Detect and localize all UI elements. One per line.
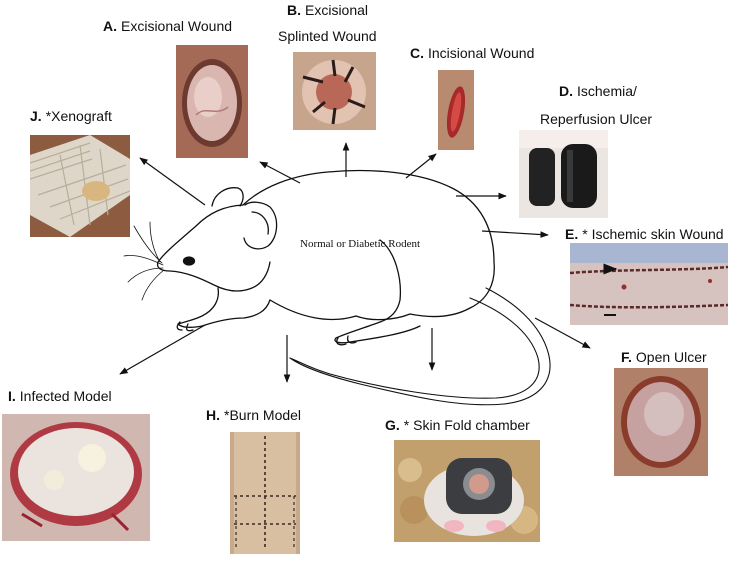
- label-ischemia: D.Ischemia/: [559, 82, 637, 100]
- photo-excisional-splinted: [293, 52, 376, 130]
- rodent-eye: [182, 256, 196, 266]
- label-text: * Ischemic skin Wound: [582, 226, 724, 242]
- photo-incisional-wound: [438, 70, 474, 150]
- label-skin-fold-chamber: G.* Skin Fold chamber: [385, 416, 530, 434]
- photo-excisional-wound: [176, 45, 248, 158]
- label-letter: B.: [287, 2, 301, 18]
- label-text: Excisional Wound: [121, 18, 233, 34]
- rodent-head-outline: [156, 204, 271, 292]
- rodent-front-leg: [177, 287, 271, 328]
- label-text: * Skin Fold chamber: [403, 417, 530, 433]
- arrow-to-open-ulcer: [534, 317, 591, 349]
- arrow-to-infected: [119, 324, 206, 375]
- label-excisional-wound: A.Excisional Wound: [103, 17, 232, 35]
- label-letter: C.: [410, 45, 424, 61]
- arrow-to-incisional: [405, 153, 437, 179]
- photo-ischemic-skin-wound: [570, 243, 728, 325]
- photo-open-ulcer: [614, 368, 708, 476]
- rodent-small-ear: [211, 187, 244, 207]
- center-label: Normal or Diabetic Rodent: [300, 238, 421, 250]
- label-letter: H.: [206, 407, 220, 423]
- label-text: *Xenograft: [45, 108, 112, 124]
- rodent-hind-leg: [334, 239, 421, 344]
- label-text: Excisional: [305, 2, 369, 18]
- label-letter: F.: [621, 349, 632, 365]
- label-incisional-wound: C.Incisional Wound: [410, 44, 534, 62]
- label-burn-model: H.*Burn Model: [206, 406, 301, 424]
- rodent-tail: [289, 287, 551, 406]
- rodent-ear: [243, 201, 278, 250]
- label-xenograft: J.*Xenograft: [30, 107, 112, 125]
- photo-infected-model: [2, 414, 150, 541]
- label-text: *Burn Model: [224, 407, 302, 423]
- rodent-hind-paw: [336, 335, 357, 346]
- label-letter: G.: [385, 417, 400, 433]
- photo-xenograft: [30, 135, 130, 237]
- rodent-front-paw: [176, 321, 194, 332]
- label-text: Infected Model: [19, 388, 112, 404]
- label-text: Incisional Wound: [428, 45, 535, 61]
- label-excisional-splinted-line2: Splinted Wound: [278, 28, 377, 44]
- label-text: Ischemia/: [577, 83, 637, 99]
- label-ischemic-skin-wound: E.* Ischemic skin Wound: [565, 225, 724, 243]
- rodent-drawing: [123, 169, 551, 406]
- rodent-body-outline: [242, 169, 495, 321]
- photo-burn-model: [230, 432, 300, 554]
- arrow-to-excisional: [259, 161, 301, 184]
- rodent-belly: [269, 299, 357, 321]
- label-text: Open Ulcer: [635, 349, 707, 365]
- arrow-to-ischemic-skin: [481, 230, 549, 238]
- photo-skin-fold-chamber: [394, 440, 540, 542]
- label-excisional-splinted: B.Excisional: [287, 1, 368, 19]
- label-letter: D.: [559, 83, 573, 99]
- arrow-to-xenograft: [139, 157, 206, 206]
- label-letter: A.: [103, 18, 117, 34]
- rodent-whiskers: [123, 221, 165, 301]
- label-letter: E.: [565, 226, 579, 242]
- label-ischemia-line2: Reperfusion Ulcer: [540, 111, 653, 127]
- label-letter: I.: [8, 388, 16, 404]
- rodent-inner-ear: [251, 211, 269, 235]
- label-infected-model: I.Infected Model: [8, 387, 112, 405]
- label-open-ulcer: F.Open Ulcer: [621, 348, 707, 366]
- label-letter: J.: [30, 108, 42, 124]
- arrows: [119, 142, 591, 383]
- photo-ischemia-reperfusion: [519, 130, 608, 218]
